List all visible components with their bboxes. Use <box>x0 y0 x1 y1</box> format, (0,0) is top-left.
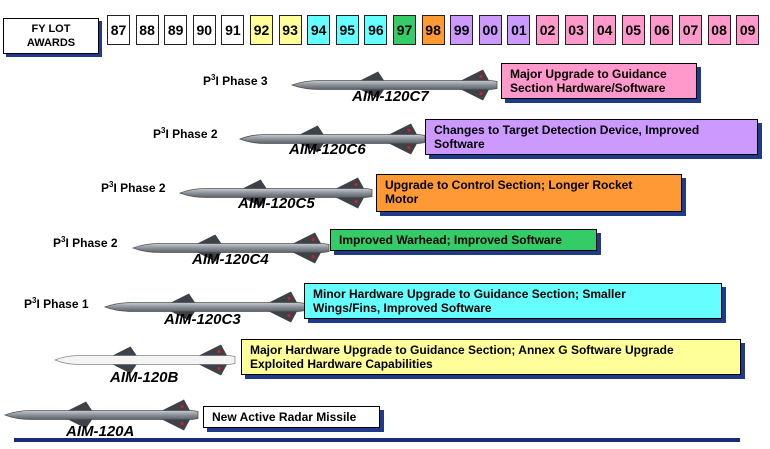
missile-wings <box>242 179 267 207</box>
year-box: 92 <box>250 15 273 45</box>
fy-label-line1: FY LOT <box>31 23 71 35</box>
missile-body <box>290 80 498 90</box>
missile-name-b: AIM-120B <box>110 369 179 386</box>
missile-body <box>53 355 236 365</box>
year-box: 04 <box>593 15 617 45</box>
desc-line: Software <box>434 137 485 151</box>
missile-name-c5: AIM-120C5 <box>238 195 315 212</box>
year-box: 87 <box>107 15 130 45</box>
missile-wings <box>68 401 93 429</box>
missile-name-c7: AIM-120C7 <box>352 88 429 105</box>
year-box: 91 <box>221 15 245 45</box>
desc-line: Motor <box>385 192 419 206</box>
year-box: 09 <box>736 15 760 45</box>
missile-body <box>3 410 199 420</box>
year-box: 08 <box>707 15 731 45</box>
missile-body <box>131 243 330 253</box>
aim-120c3-missile-icon <box>103 291 306 323</box>
aim-120c5-missile-icon <box>178 177 373 209</box>
missile-wings <box>360 71 385 99</box>
description-box-a: New Active Radar Missile <box>203 406 380 428</box>
year-box: 90 <box>192 15 216 45</box>
year-box: 96 <box>364 15 388 45</box>
baseline-divider <box>14 438 740 442</box>
missile-wings <box>299 125 324 153</box>
desc-line: Changes to Target Detection Device, Impr… <box>434 123 700 137</box>
desc-line: New Active Radar Missile <box>212 410 357 424</box>
desc-line: Exploited Hardware Capabilities <box>250 357 433 371</box>
year-box: 05 <box>621 15 645 45</box>
aim-120c7-missile-icon <box>290 69 498 101</box>
fy-label-line2: AWARDS <box>26 37 76 49</box>
description-box-c7: Major Upgrade to Guidance Section Hardwa… <box>501 63 697 99</box>
year-box: 99 <box>450 15 474 45</box>
desc-line: Section Hardware/Software <box>510 81 666 95</box>
year-box: 06 <box>650 15 674 45</box>
missile-name-c4: AIM-120C4 <box>192 251 269 268</box>
missile-name-c3: AIM-120C3 <box>164 311 241 328</box>
year-box: 94 <box>307 15 331 45</box>
phase-label-c5: P3I Phase 2 <box>101 180 166 195</box>
year-box: 89 <box>164 15 188 45</box>
description-box-c6: Changes to Target Detection Device, Impr… <box>425 119 758 155</box>
desc-line: Improved Warhead; Improved Software <box>339 233 562 247</box>
missile-name-a: AIM-120A <box>66 423 135 440</box>
desc-line: Wings/Fins, Improved Software <box>313 301 492 315</box>
year-box: 02 <box>536 15 559 45</box>
phase-label-c7: P3I Phase 3 <box>203 73 268 88</box>
description-box-c4: Improved Warhead; Improved Software <box>330 229 597 251</box>
year-box: 95 <box>335 15 359 45</box>
missile-wings <box>197 234 222 262</box>
desc-line: Major Hardware Upgrade to Guidance Secti… <box>250 343 674 357</box>
description-box-c5: Upgrade to Control Section; Longer Rocke… <box>376 174 682 212</box>
desc-line: Minor Hardware Upgrade to Guidance Secti… <box>313 287 626 301</box>
phase-label-c3: P3I Phase 1 <box>24 296 89 311</box>
fy-lot-awards-label: FY LOT AWARDS <box>3 18 99 54</box>
description-box-b: Major Hardware Upgrade to Guidance Secti… <box>241 339 741 375</box>
year-box: 93 <box>278 15 302 45</box>
aim-120c4-missile-icon <box>131 232 330 264</box>
desc-line: Upgrade to Control Section; Longer Rocke… <box>385 178 633 192</box>
aim-120a-missile-icon <box>3 399 199 431</box>
year-box: 98 <box>421 15 445 45</box>
year-box: 07 <box>679 15 702 45</box>
aim-120c6-missile-icon <box>238 123 426 155</box>
missile-name-c6: AIM-120C6 <box>289 141 366 158</box>
year-box: 03 <box>564 15 588 45</box>
year-box: 88 <box>135 15 159 45</box>
year-box: 01 <box>507 15 531 45</box>
year-box: 97 <box>393 15 416 45</box>
missile-wings <box>112 346 137 374</box>
desc-line: Major Upgrade to Guidance <box>510 67 667 81</box>
missile-body <box>178 188 373 198</box>
phase-label-c4: P3I Phase 2 <box>53 235 118 250</box>
year-box: 00 <box>478 15 502 45</box>
missile-wings <box>171 293 195 321</box>
description-box-c3: Minor Hardware Upgrade to Guidance Secti… <box>304 283 722 319</box>
phase-label-c6: P3I Phase 2 <box>153 126 218 141</box>
aim-120b-missile-icon <box>53 344 236 376</box>
